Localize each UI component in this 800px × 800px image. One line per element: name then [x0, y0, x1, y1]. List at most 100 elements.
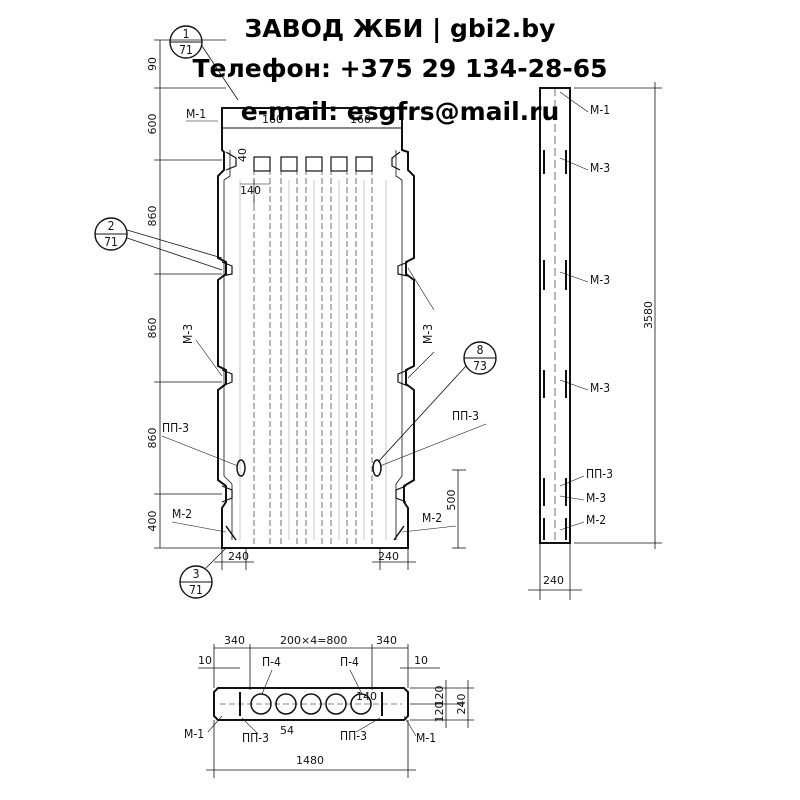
- side-leader-pp3: [559, 475, 585, 487]
- side-label-m3d: М-3: [586, 491, 606, 505]
- leader-m3-right-b: [407, 351, 435, 379]
- leader-pp3-right: [379, 423, 487, 467]
- bottom-plate-left: [225, 525, 237, 541]
- side-label-pp3: ПП-3: [586, 467, 613, 481]
- lifting-loop-left: [236, 459, 246, 477]
- plan-label-m1-left: М-1: [184, 727, 204, 741]
- dim-860-a: 860: [146, 206, 159, 227]
- plan-dim-54: 54: [280, 724, 294, 737]
- plan-label-p4-left: П-4: [262, 655, 281, 669]
- plan-section-outline: [213, 687, 409, 721]
- embedded-plates-front: [221, 151, 409, 503]
- callout-8-sheet: 73: [473, 359, 487, 373]
- plan-label-p4-right: П-4: [340, 655, 359, 669]
- dim-160-right: 160: [350, 113, 371, 126]
- dim-240-right: 240: [378, 550, 399, 563]
- plan-dim-10-right: 10: [414, 654, 428, 667]
- plan-view: 340 200×4=800 340 10 10 П-4 П-4 140 120 …: [184, 634, 474, 778]
- hollow-cores: [253, 160, 373, 545]
- plan-dim-120-top: 120: [433, 686, 446, 707]
- label-m2-right: М-2: [422, 511, 442, 525]
- dim-240-left: 240: [228, 550, 249, 563]
- callout-3-sheet: 71: [189, 583, 203, 597]
- front-view: 90 600 860 860 860 400 160 160 140 40 24…: [94, 25, 497, 599]
- callout-1-num: 1: [183, 27, 190, 41]
- plan-cores: [250, 693, 372, 715]
- plan-dim-140: 140: [356, 690, 377, 703]
- watermark-phone: Телефон: +375 29 134-28-65: [192, 54, 608, 83]
- label-m3-right: М-3: [421, 324, 435, 344]
- dim-160-left: 160: [262, 113, 283, 126]
- side-label-m3a: М-3: [590, 161, 610, 175]
- label-m1-front: М-1: [186, 107, 206, 121]
- side-view: М-1 М-3 М-3 М-3 ПП-3 М-3 М-2 3580 240: [528, 82, 662, 600]
- side-dim-3580: 3580: [642, 301, 655, 329]
- core-openings: [253, 156, 373, 172]
- leader-m2-left: [171, 521, 227, 533]
- plan-dim-120-bottom: 120: [433, 702, 446, 723]
- watermark-email: e-mail: esgfrs@mail.ru: [240, 97, 560, 126]
- plan-dim-10-left: 10: [198, 654, 212, 667]
- plan-leader-p4-right: [349, 669, 363, 695]
- side-leader-m2: [559, 521, 585, 531]
- callout-8: 8 73: [377, 341, 497, 463]
- label-m3-left: М-3: [181, 324, 195, 344]
- plan-leader-p4-left: [261, 669, 273, 695]
- side-embedded-plates: [543, 150, 567, 540]
- plan-leader-pp3-left: [241, 717, 259, 735]
- dim-500: 500: [445, 490, 458, 511]
- plan-total-width: [206, 720, 416, 778]
- plan-label-m1-right: М-1: [416, 731, 436, 745]
- lifting-loop-right: [372, 459, 382, 477]
- plan-right-dimensions: [410, 680, 474, 728]
- side-height-dimension: [574, 82, 662, 549]
- side-leader-m1: [559, 91, 589, 113]
- front-slab-inner-edge: [223, 150, 403, 540]
- plan-leader-pp3-right: [355, 717, 381, 733]
- callout-1: 1 71: [169, 25, 239, 101]
- side-label-m3c: М-3: [590, 381, 610, 395]
- label-m2-left: М-2: [172, 507, 192, 521]
- callout-3-num: 3: [193, 567, 200, 581]
- side-leader-m3b: [559, 271, 589, 283]
- side-leader-m3a: [559, 157, 589, 171]
- callout-8-num: 8: [477, 343, 484, 357]
- plan-dim-340-left: 340: [224, 634, 245, 647]
- side-label-m1: М-1: [590, 103, 610, 117]
- callout-2-num: 2: [108, 219, 115, 233]
- bottom-plate-right: [393, 525, 405, 541]
- side-width-dimension: [528, 543, 582, 600]
- plan-dim-1480: 1480: [296, 754, 324, 767]
- side-label-m3b: М-3: [590, 273, 610, 287]
- callout-3: 3 71: [179, 547, 227, 599]
- leader-m3-left: [195, 339, 223, 377]
- plan-dim-middle: 200×4=800: [280, 634, 347, 647]
- dim-400: 400: [146, 511, 159, 532]
- plan-leader-m1-right: [403, 715, 417, 737]
- side-dim-240: 240: [543, 574, 564, 587]
- plan-label-pp3-right: ПП-3: [340, 729, 367, 743]
- callout-2: 2 71: [94, 217, 223, 271]
- dim-140: 140: [240, 184, 261, 197]
- leader-pp3-left: [161, 435, 239, 467]
- left-dimension-chain: [154, 39, 226, 549]
- plan-label-pp3-left: ПП-3: [242, 731, 269, 745]
- front-texture: [239, 180, 387, 540]
- leader-m2-right: [401, 525, 457, 533]
- side-leader-m3c: [559, 379, 589, 391]
- callout-1-sheet: 71: [179, 43, 193, 57]
- label-pp3-left: ПП-3: [162, 421, 189, 435]
- plan-leader-m1-left: [207, 715, 223, 733]
- front-slab-outline: [217, 107, 415, 549]
- dim-860-b: 860: [146, 318, 159, 339]
- dim-500-line: [452, 469, 466, 549]
- dim-40: 40: [236, 148, 249, 162]
- callout-2-sheet: 71: [104, 235, 118, 249]
- dim-90: 90: [146, 57, 159, 71]
- leader-m3-right-a: [407, 267, 435, 311]
- dim-860-c: 860: [146, 428, 159, 449]
- plan-top-dimensions: [198, 644, 440, 690]
- plan-dim-240: 240: [455, 694, 468, 715]
- plan-dim-340-right: 340: [376, 634, 397, 647]
